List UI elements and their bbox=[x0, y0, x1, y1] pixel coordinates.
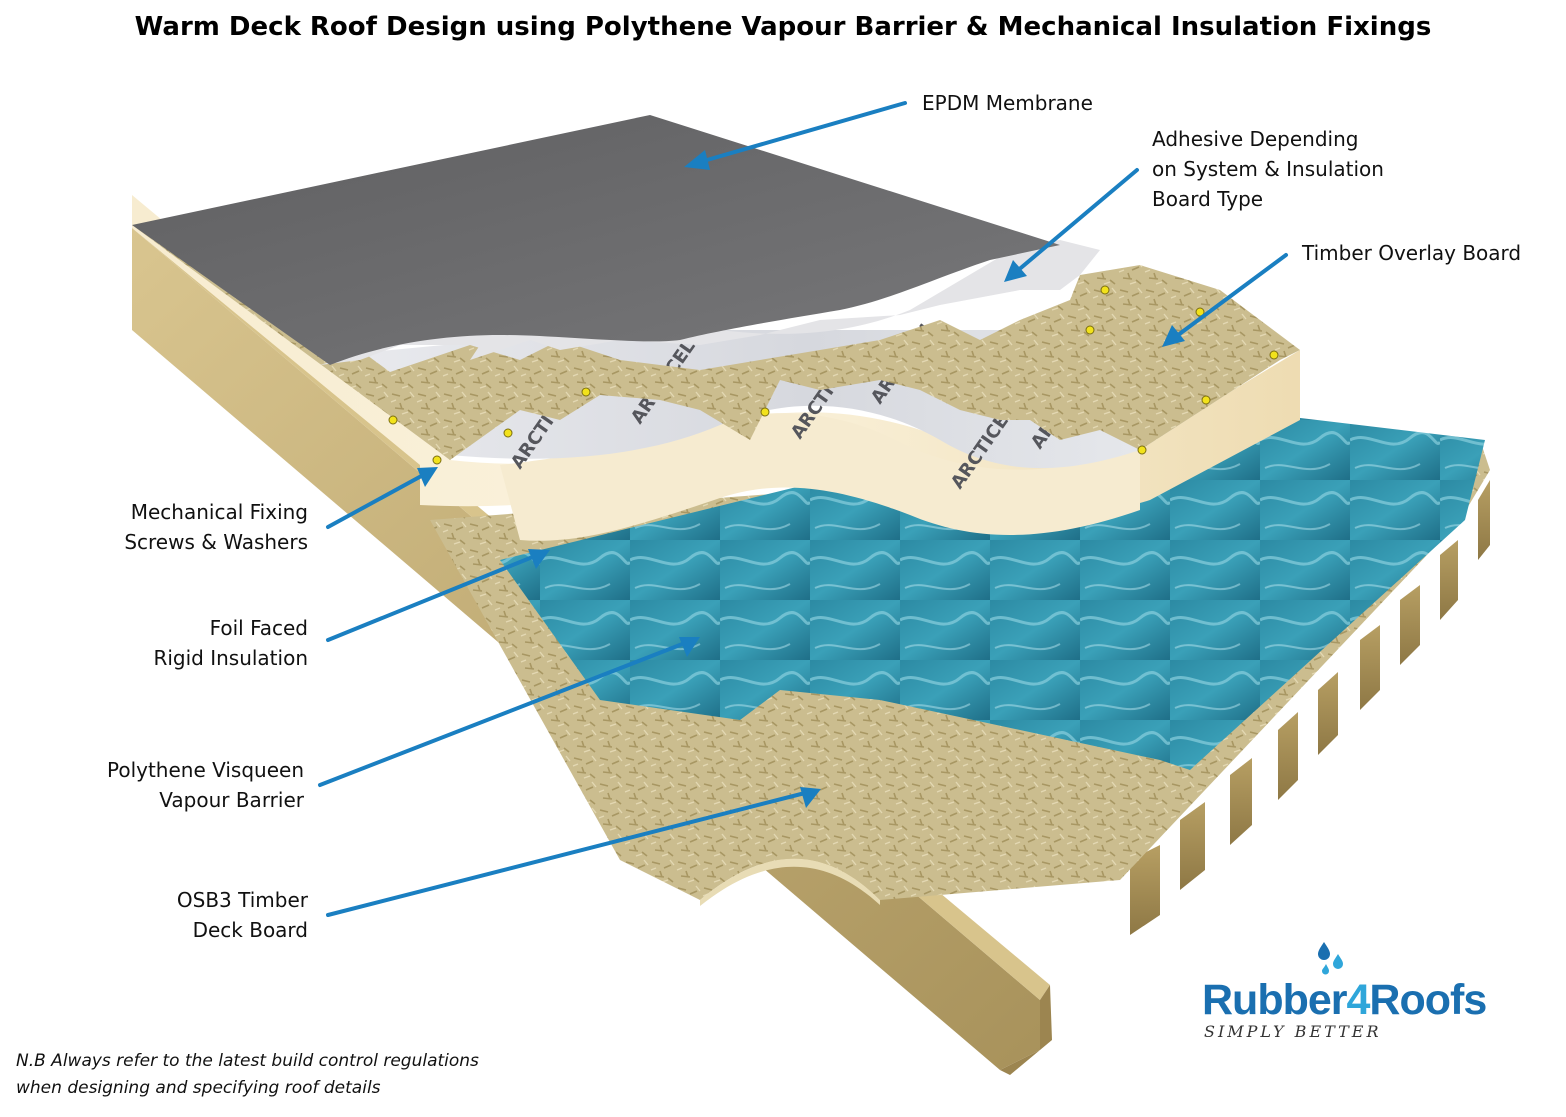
label-foil-insulation: Foil Faced Rigid Insulation bbox=[80, 613, 308, 673]
label-epdm-membrane: EPDM Membrane bbox=[922, 88, 1093, 118]
screw-washer bbox=[581, 387, 591, 397]
label-mechanical-fixing: Mechanical Fixing Screws & Washers bbox=[80, 497, 308, 557]
joists bbox=[1130, 480, 1490, 935]
screw-washer bbox=[1137, 445, 1147, 455]
label-line: Deck Board bbox=[192, 918, 308, 942]
epdm-membrane bbox=[132, 115, 1060, 365]
timber-overlay bbox=[132, 225, 1300, 460]
arrow-adhesive bbox=[1004, 168, 1139, 282]
vapour-barrier bbox=[500, 400, 1485, 770]
logo-part: Rubber bbox=[1202, 976, 1347, 1024]
label-adhesive: Adhesive Depending on System & Insulatio… bbox=[1152, 124, 1384, 214]
arrow-foil-insulation bbox=[326, 549, 550, 642]
screw-washer bbox=[1201, 395, 1211, 405]
label-osb3: OSB3 Timber Deck Board bbox=[80, 885, 308, 945]
screw-washer bbox=[1085, 325, 1095, 335]
arrow-timber-overlay bbox=[1162, 253, 1288, 347]
arrow-mechanical-fixing bbox=[326, 467, 438, 529]
label-line: Board Type bbox=[1152, 187, 1264, 211]
screw-washer bbox=[1269, 350, 1279, 360]
logo-part: Roofs bbox=[1369, 976, 1487, 1024]
screw-washer bbox=[1195, 307, 1205, 317]
label-line: on System & Insulation bbox=[1152, 157, 1384, 181]
label-line: Screws & Washers bbox=[124, 530, 308, 554]
logo-wordmark: Rubber4Roofs bbox=[1202, 976, 1487, 1025]
label-line: Adhesive Depending bbox=[1152, 127, 1359, 151]
label-line: EPDM Membrane bbox=[922, 91, 1093, 115]
fixing-screws bbox=[388, 285, 1279, 465]
note-line: N.B Always refer to the latest build con… bbox=[16, 1051, 479, 1071]
label-line: Mechanical Fixing bbox=[130, 500, 308, 524]
screw-washer bbox=[760, 407, 770, 417]
screw-washer bbox=[503, 428, 513, 438]
callout-arrows bbox=[318, 101, 1288, 917]
label-line: Rigid Insulation bbox=[153, 646, 308, 670]
label-line: Timber Overlay Board bbox=[1302, 241, 1522, 265]
label-vapour-barrier: Polythene Visqueen Vapour Barrier bbox=[60, 755, 304, 815]
label-line: OSB3 Timber bbox=[176, 888, 308, 912]
label-timber-overlay: Timber Overlay Board bbox=[1302, 238, 1521, 268]
arrow-vapour-barrier bbox=[318, 637, 700, 787]
screw-washer bbox=[388, 415, 398, 425]
label-line: Foil Faced bbox=[209, 616, 308, 640]
screw-washer bbox=[432, 455, 442, 465]
water-drop-icon bbox=[1318, 942, 1343, 975]
label-line: Vapour Barrier bbox=[159, 788, 304, 812]
regulation-note: N.B Always refer to the latest build con… bbox=[16, 1048, 479, 1102]
label-line: Polythene Visqueen bbox=[106, 758, 304, 782]
brand-logo: Rubber4Roofs SIMPLY BETTER bbox=[1198, 940, 1538, 1050]
note-line: when designing and specifying roof detai… bbox=[16, 1078, 381, 1098]
page-title: Warm Deck Roof Design using Polythene Va… bbox=[134, 12, 1432, 42]
screw-washer bbox=[1100, 285, 1110, 295]
logo-tagline: SIMPLY BETTER bbox=[1204, 1022, 1382, 1041]
arrow-epdm bbox=[684, 101, 907, 170]
logo-part: 4 bbox=[1346, 976, 1371, 1024]
arrow-osb3 bbox=[326, 787, 821, 917]
